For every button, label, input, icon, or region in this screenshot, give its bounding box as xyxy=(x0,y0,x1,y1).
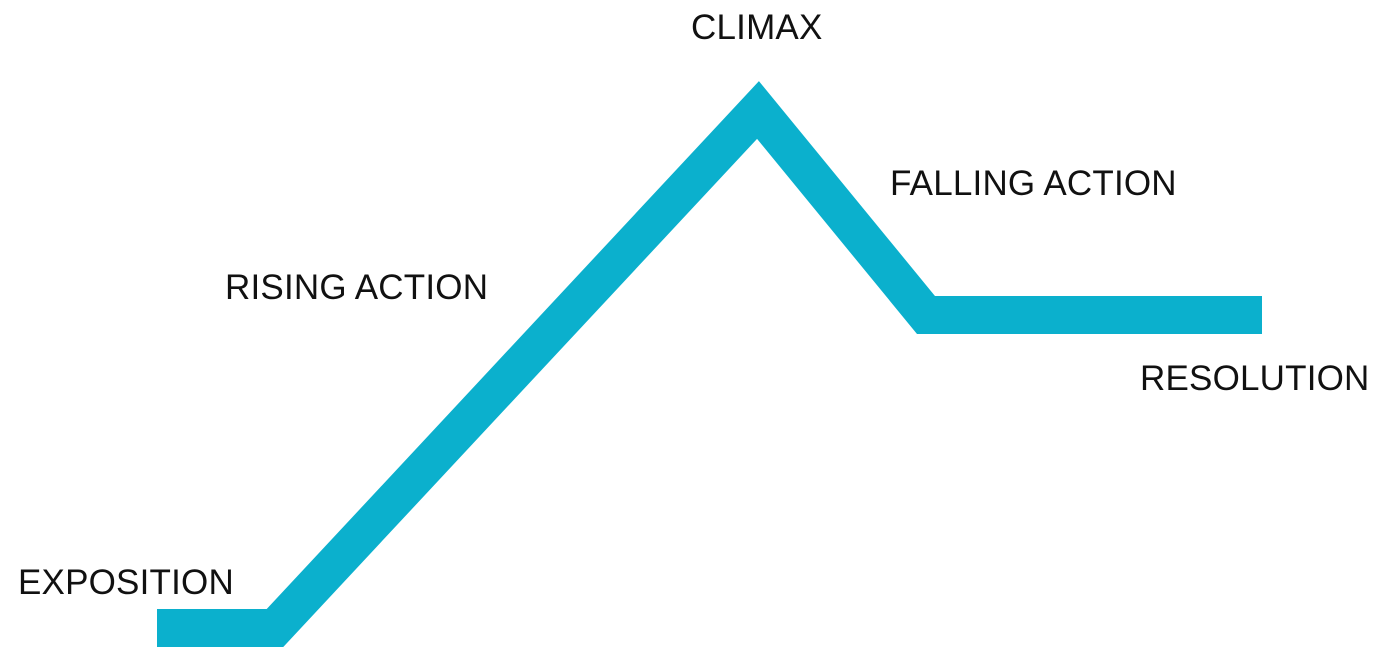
falling-action-label: FALLING ACTION xyxy=(890,164,1177,203)
resolution-label: RESOLUTION xyxy=(1140,359,1370,398)
climax-label: CLIMAX xyxy=(691,8,823,47)
rising-action-label: RISING ACTION xyxy=(225,268,489,307)
plot-arc-line xyxy=(157,81,1262,647)
exposition-label: EXPOSITION xyxy=(18,563,234,602)
